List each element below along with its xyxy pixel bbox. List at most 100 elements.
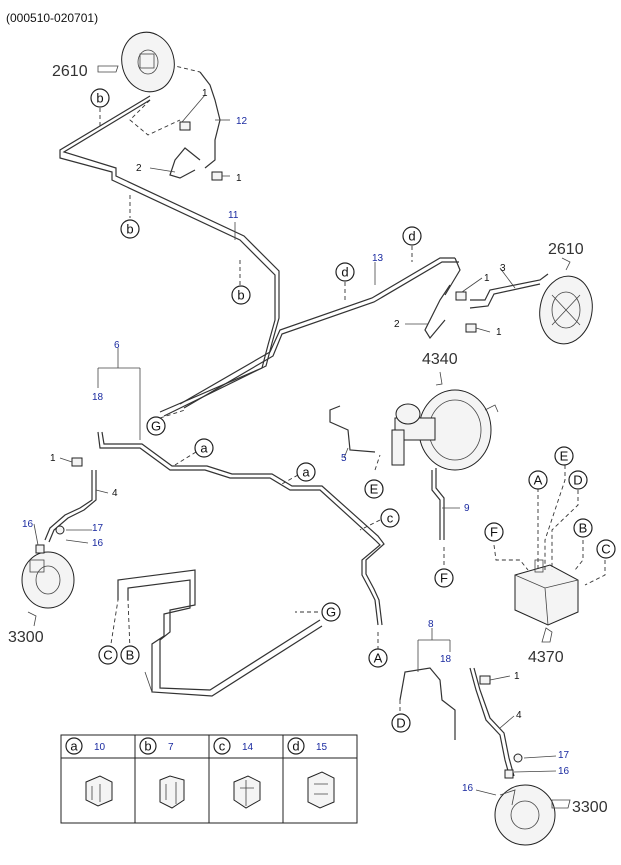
marker-b: b — [90, 88, 110, 108]
part-1: 1 — [202, 88, 208, 99]
svg-text:d: d — [341, 265, 348, 280]
ref-4340: 4340 — [422, 351, 458, 368]
rotor-right — [494, 784, 556, 846]
marker-a: a — [194, 438, 214, 458]
ref-2610-left: 2610 — [52, 63, 88, 80]
svg-text:G: G — [151, 419, 161, 434]
svg-text:B: B — [126, 648, 135, 663]
legend-key: a — [70, 739, 78, 754]
svg-text:a: a — [302, 465, 310, 480]
svg-text:B: B — [579, 521, 588, 536]
marker-A: A — [368, 648, 388, 668]
circled-markers: b b b d d G a a c E F G A C B D E A D F … — [90, 88, 616, 733]
part-number-labels: 1 1 1 1 1 1 2 2 3 4 4 5 6 8 9 11 12 13 1… — [22, 88, 570, 794]
svg-text:G: G — [326, 605, 336, 620]
marker-B: B — [573, 518, 593, 538]
svg-text:c: c — [387, 511, 394, 526]
part-18: 18 — [92, 392, 104, 403]
legend-cell-c: c 14 — [213, 737, 261, 809]
marker-b: b — [120, 219, 140, 239]
svg-text:D: D — [396, 716, 405, 731]
svg-text:C: C — [103, 648, 112, 663]
marker-D: D — [391, 713, 411, 733]
ref-2610-right: 2610 — [548, 241, 584, 258]
small-parts — [35, 121, 523, 779]
svg-text:d: d — [408, 229, 415, 244]
svg-text:C: C — [601, 542, 610, 557]
legend-key: b — [144, 739, 151, 754]
marker-c: c — [380, 508, 400, 528]
svg-text:b: b — [237, 288, 244, 303]
backing-plate-top-left — [121, 31, 175, 93]
part-1: 1 — [50, 453, 56, 464]
part-13: 13 — [372, 253, 384, 264]
ref-pointers — [27, 65, 571, 809]
legend-cell-a: a 10 — [65, 737, 113, 807]
marker-b: b — [231, 285, 251, 305]
legend-part: 10 — [94, 742, 106, 753]
part-2: 2 — [136, 163, 142, 174]
legend-part: 14 — [242, 742, 254, 753]
part-17: 17 — [92, 523, 104, 534]
part-16: 16 — [558, 766, 570, 777]
svg-text:F: F — [440, 571, 448, 586]
pipe-loop-left — [117, 569, 323, 697]
svg-text:A: A — [534, 473, 543, 488]
legend-part: 7 — [168, 742, 174, 753]
part-3: 3 — [500, 263, 506, 274]
marker-G: G — [146, 416, 166, 436]
part-16: 16 — [22, 519, 34, 530]
ref-4370: 4370 — [528, 649, 564, 666]
marker-C: C — [98, 645, 118, 665]
hose-left — [44, 470, 97, 543]
marker-G: G — [321, 602, 341, 622]
legend-cell-d: d 15 — [287, 737, 335, 809]
part-1: 1 — [514, 671, 520, 682]
ref-3300-left: 3300 — [8, 629, 44, 646]
marker-a: a — [296, 462, 316, 482]
code-range: (000510-020701) — [6, 11, 98, 25]
marker-B: B — [120, 645, 140, 665]
marker-d: d — [335, 262, 355, 282]
part-leaders — [33, 94, 557, 796]
marker-E: E — [364, 479, 384, 499]
svg-text:b: b — [96, 91, 103, 106]
legend-cell-b: b 7 — [139, 737, 185, 809]
part-1: 1 — [484, 273, 490, 284]
svg-text:b: b — [126, 222, 133, 237]
rotor-left — [21, 551, 75, 609]
part-11: 11 — [228, 210, 239, 221]
legend-part: 15 — [316, 742, 328, 753]
part-8: 8 — [428, 619, 434, 630]
abs-unit — [514, 559, 579, 626]
part-1: 1 — [236, 173, 242, 184]
marker-F: F — [434, 568, 454, 588]
part-1: 1 — [496, 327, 502, 338]
part-17: 17 — [558, 750, 570, 761]
part-4: 4 — [516, 710, 522, 721]
marker-E: E — [554, 446, 574, 466]
svg-text:D: D — [573, 473, 582, 488]
marker-F: F — [484, 522, 504, 542]
abs-leaders — [99, 108, 606, 718]
backing-plate-top-right — [539, 275, 593, 345]
pipe-5-9 — [329, 405, 445, 540]
ref-labels: 2610 2610 4340 4370 3300 3300 — [8, 63, 608, 816]
pipe-lower-main — [97, 431, 385, 626]
part-12: 12 — [236, 116, 248, 127]
svg-text:E: E — [370, 482, 379, 497]
svg-text:A: A — [374, 651, 383, 666]
legend-key: d — [292, 739, 299, 754]
pipe-13 — [179, 257, 461, 409]
marker-D: D — [568, 470, 588, 490]
pipe-11 — [59, 95, 280, 417]
pipe-right-lower — [399, 667, 515, 779]
svg-text:a: a — [200, 441, 208, 456]
hose-top-right — [424, 273, 549, 340]
part-18: 18 — [440, 654, 452, 665]
part-6: 6 — [114, 340, 120, 351]
part-9: 9 — [464, 503, 470, 514]
part-5: 5 — [341, 453, 347, 464]
